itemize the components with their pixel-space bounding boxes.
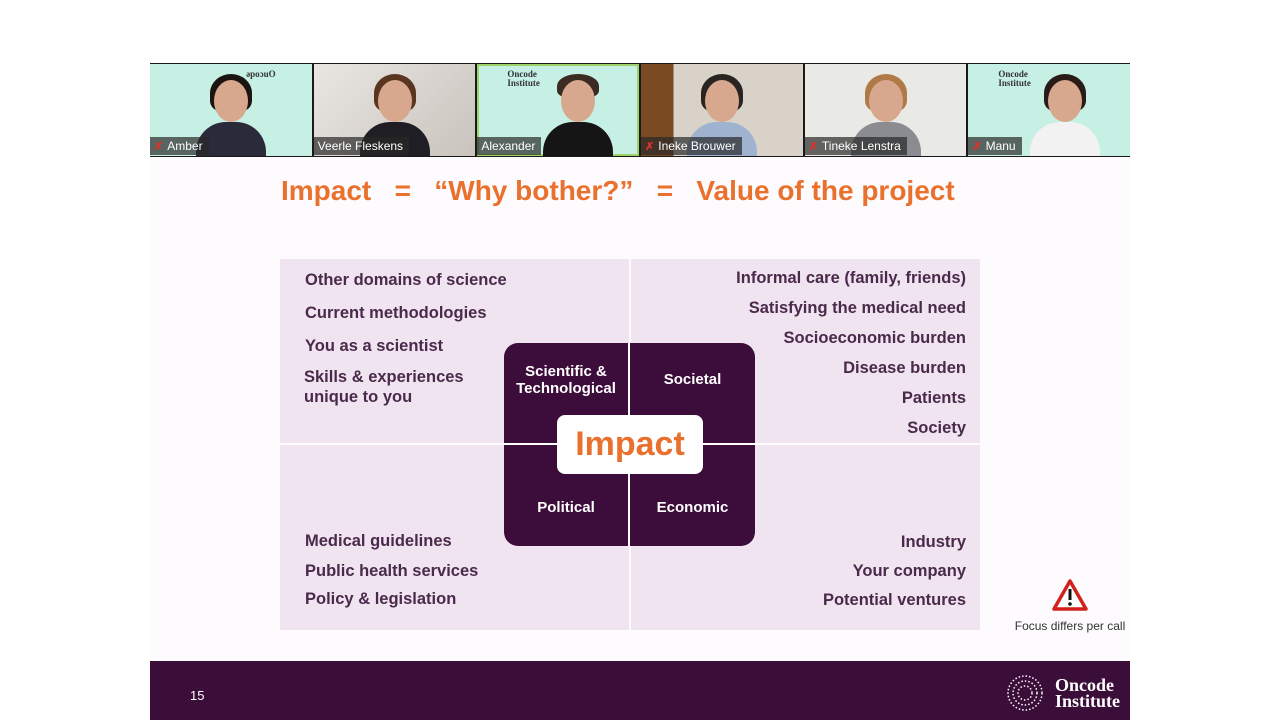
list-item: You as a scientist [305, 337, 444, 355]
warning-text: Focus differs per call [1014, 619, 1126, 633]
list-item: Current methodologies [305, 304, 487, 322]
list-item: Disease burden [843, 359, 966, 377]
mic-muted-icon: ✗ [972, 140, 982, 153]
oncode-logo-text: Oncode Institute [1055, 675, 1121, 711]
mic-muted-icon: ✗ [154, 140, 164, 153]
list-item: Other domains of science [305, 271, 507, 289]
participant-name: Ineke Brouwer [658, 139, 736, 153]
list-item: Socioeconomic burden [783, 329, 966, 347]
participant-name: Amber [167, 139, 203, 153]
presentation-slide: Impact = “Why bother?” = Value of the pr… [150, 157, 1130, 720]
list-item: Satisfying the medical need [748, 299, 966, 317]
impact-label: Impact [557, 415, 703, 474]
list-item: Your company [852, 562, 966, 580]
warning-icon [1052, 579, 1088, 611]
list-item: Policy & legislation [305, 590, 457, 608]
participant-tile[interactable]: ✗Ineke Brouwer [641, 64, 803, 156]
label-political: Political [537, 499, 595, 516]
participant-tile[interactable]: Veerle Fleskens [313, 64, 476, 156]
list-item: Public health services [305, 562, 479, 580]
participant-video [542, 72, 613, 156]
list-item: Patients [901, 389, 966, 407]
participant-tile[interactable]: ✗Tineke Lenstra [804, 64, 967, 156]
participant-name: Veerle Fleskens [317, 139, 404, 153]
participant-video [195, 72, 266, 156]
mic-muted-icon: ✗ [645, 140, 655, 153]
participant-tile[interactable]: ǝpoɔuO ✗Amber [150, 64, 312, 156]
warning-note: Focus differs per call [1011, 578, 1129, 633]
page-number: 15 [190, 688, 205, 703]
list-item: Society [907, 419, 966, 437]
list-item: Industry [900, 533, 966, 551]
label-societal: Societal [663, 371, 722, 388]
participant-video [1030, 72, 1101, 156]
impact-diagram: Scientific & Technological Societal Poli… [504, 343, 755, 546]
oncode-logo-mirrored: ǝpoɔuO [246, 69, 276, 79]
participant-name: Tineke Lenstra [821, 139, 901, 153]
slide-title: Impact = “Why bother?” = Value of the pr… [281, 175, 955, 206]
mic-muted-icon: ✗ [808, 140, 818, 153]
list-item: Skills & experiences unique to you [304, 368, 464, 406]
slide-footer: 15 Oncode Institute [150, 661, 1130, 720]
participant-name: Manu [985, 139, 1016, 153]
label-scientific: Scientific & Technological [516, 363, 616, 397]
oncode-logo: Oncode Institute [1005, 673, 1120, 713]
label-economic: Economic [656, 499, 729, 516]
participant-video [359, 72, 430, 156]
list-item: Medical guidelines [305, 532, 452, 550]
oncode-logo-icon [1007, 675, 1043, 711]
list-item: Potential ventures [822, 591, 966, 609]
participant-name: Alexander [481, 139, 536, 153]
list-item: Informal care (family, friends) [736, 269, 966, 287]
